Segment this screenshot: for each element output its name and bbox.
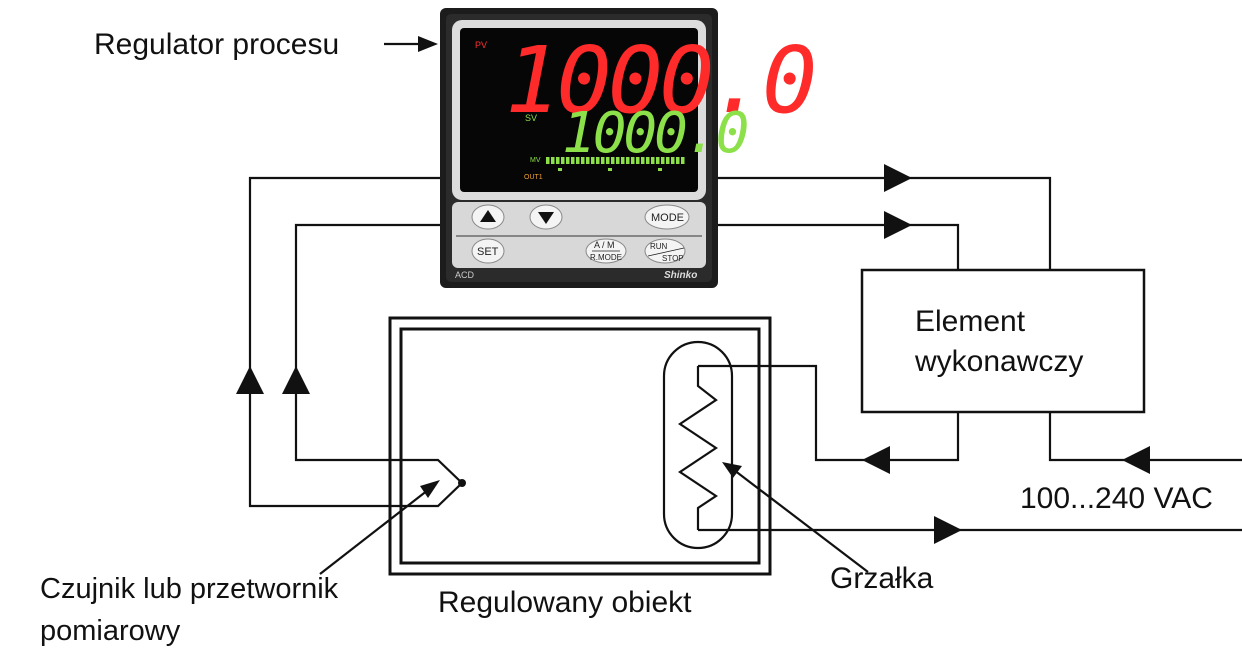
output-wire-2 (718, 223, 960, 270)
feedback-wire-outer (248, 176, 440, 508)
mv-bargraph (546, 157, 685, 171)
heater-label-pointer (733, 469, 869, 573)
down-arrow-icon (538, 212, 554, 224)
mv-bar-segment (586, 157, 590, 164)
up-button[interactable] (471, 204, 505, 230)
sensor-pointer-arrow-icon (420, 480, 440, 498)
supply-wire-in (1048, 412, 1242, 462)
mv-bar-segment (636, 157, 640, 164)
supply-label: 100...240 VAC (1020, 482, 1213, 515)
keypad-panel (452, 202, 706, 268)
mv-bar-segment (591, 157, 595, 164)
mv-bar-segment (631, 157, 635, 164)
arrow-up-icon (236, 366, 264, 394)
out1-label: OUT1 (524, 174, 543, 181)
arrow-right-icon (934, 516, 962, 544)
process-controller: PV 1000.0 SV 1000.0 MV OUT1 MODE SET A /… (440, 8, 817, 288)
heater-element (662, 340, 734, 550)
regulated-object (388, 316, 772, 576)
mv-bar-segment (651, 157, 655, 164)
arrow-left-icon (1122, 446, 1150, 474)
up-arrow-icon (480, 210, 496, 222)
mv-label: MV (530, 157, 541, 164)
mv-bar-segment (566, 157, 570, 164)
wiring (248, 176, 1242, 532)
output-wire-1 (718, 176, 1052, 270)
mv-bar-segment (571, 157, 575, 164)
am-button[interactable]: A / M R.MODE (585, 238, 627, 264)
sensor-label-line1: Czujnik lub przetwornik (40, 573, 339, 605)
down-button[interactable] (529, 204, 563, 230)
mode-button[interactable]: MODE (644, 204, 690, 230)
heater-pointer-arrow-icon (722, 462, 742, 478)
mv-bar-segment (556, 157, 560, 164)
arrow-left-icon (862, 446, 890, 474)
mv-bar-segment (676, 157, 680, 164)
mv-scale-tick (608, 168, 612, 171)
sensor-label-line2: pomiarowy (40, 615, 181, 647)
feedback-wire-inner (294, 223, 440, 462)
mv-bar-segment (601, 157, 605, 164)
set-button[interactable]: SET (471, 238, 505, 264)
mv-bar-segment (666, 157, 670, 164)
stop-button-label: STOP (662, 254, 684, 263)
run-button-label: RUN (650, 242, 668, 251)
mv-bar-segment (606, 157, 610, 164)
actuator-label-line2: wykonawczy (914, 345, 1083, 378)
actuator-heater-wire (698, 364, 960, 462)
sv-value: 1000.0 (562, 101, 748, 166)
mv-bar-segment (546, 157, 550, 164)
am-button-label-top: A / M (594, 240, 615, 250)
mv-bar-segment (626, 157, 630, 164)
arrow-right-icon (884, 164, 912, 192)
actuator-box (860, 268, 1146, 414)
sensor-probe (390, 458, 466, 508)
mv-bar-segment (576, 157, 580, 164)
sensor-label-pointer (319, 489, 429, 575)
mv-scale-tick (558, 168, 562, 171)
sv-label: SV (525, 113, 537, 123)
arrow-up-icon (282, 366, 310, 394)
mv-bar-segment (596, 157, 600, 164)
controller-label: Regulator procesu (94, 28, 339, 61)
mv-bar-segment (656, 157, 660, 164)
mv-bar-segment (661, 157, 665, 164)
mv-bar-segment (646, 157, 650, 164)
pv-label: PV (475, 40, 487, 50)
display-screen (460, 28, 698, 192)
mv-bar-segment (671, 157, 675, 164)
mv-bar-segment (616, 157, 620, 164)
run-stop-button[interactable]: RUN STOP (644, 238, 686, 264)
object-label: Regulowany obiekt (438, 586, 692, 619)
set-button-label: SET (477, 246, 499, 258)
mv-bar-segment (621, 157, 625, 164)
mv-bar-segment (611, 157, 615, 164)
wire-arrows (236, 36, 1150, 544)
mv-bar-segment (641, 157, 645, 164)
pv-value: 1000.0 (505, 27, 813, 134)
brand-logo: Shinko (664, 270, 697, 281)
mv-bar-segment (561, 157, 565, 164)
mv-bar-segment (681, 157, 685, 164)
model-label: ACD (455, 270, 475, 280)
mode-button-label: MODE (651, 212, 684, 224)
arrow-right-icon (418, 36, 438, 52)
mv-bar-segment (551, 157, 555, 164)
arrow-right-icon (884, 211, 912, 239)
actuator-label-line1: Element (915, 305, 1026, 338)
heater-label: Grzałka (830, 562, 934, 595)
mv-scale-tick (658, 168, 662, 171)
am-button-label-bottom: R.MODE (590, 253, 622, 262)
mv-bar-segment (581, 157, 585, 164)
